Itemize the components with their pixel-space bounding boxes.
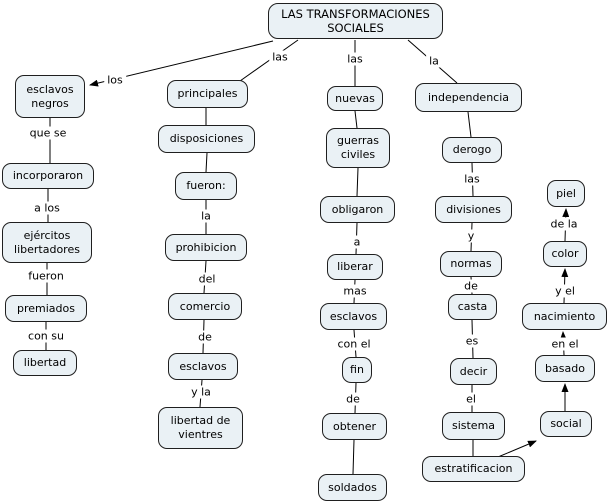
node-basado[interactable]: basado bbox=[535, 355, 595, 382]
node-derogo[interactable]: derogo bbox=[442, 137, 502, 163]
node-normas[interactable]: normas bbox=[440, 251, 502, 277]
linking-phrase-y[interactable]: y bbox=[464, 229, 478, 243]
node-premiados[interactable]: premiados bbox=[5, 295, 87, 322]
node-libertad-de-vientres[interactable]: libertad de vientres bbox=[158, 407, 243, 449]
linking-phrase-de-la[interactable]: de la bbox=[547, 217, 581, 231]
linking-phrase-de-2[interactable]: de bbox=[343, 392, 363, 406]
node-guerras-civiles[interactable]: guerras civiles bbox=[326, 128, 390, 168]
node-piel[interactable]: piel bbox=[547, 180, 585, 207]
linking-phrase-las-1[interactable]: las bbox=[269, 50, 291, 64]
node-independencia[interactable]: independencia bbox=[415, 83, 522, 112]
node-incorporaron[interactable]: incorporaron bbox=[2, 163, 94, 189]
linking-phrase-el[interactable]: el bbox=[463, 392, 479, 406]
node-fueron-colon[interactable]: fueron: bbox=[175, 172, 237, 200]
linking-phrase-la-1[interactable]: la bbox=[426, 54, 442, 68]
linking-phrase-en-el[interactable]: en el bbox=[548, 337, 582, 351]
linking-phrase-las-3[interactable]: las bbox=[461, 172, 483, 186]
node-ejercitos-libertadores[interactable]: ejércitos libertadores bbox=[2, 222, 92, 263]
node-esclavos-negros[interactable]: esclavos negros bbox=[15, 75, 85, 118]
node-color[interactable]: color bbox=[543, 241, 587, 267]
node-social[interactable]: social bbox=[540, 411, 592, 437]
linking-phrase-la-2[interactable]: la bbox=[198, 209, 214, 223]
linking-phrase-que-se[interactable]: que se bbox=[26, 126, 70, 140]
node-obligaron[interactable]: obligaron bbox=[320, 196, 395, 223]
linking-phrase-y-el[interactable]: y el bbox=[552, 284, 578, 298]
node-title[interactable]: LAS TRANSFORMACIONES SOCIALES bbox=[268, 3, 443, 39]
node-soldados[interactable]: soldados bbox=[318, 474, 387, 501]
node-obtener[interactable]: obtener bbox=[322, 413, 387, 440]
node-divisiones[interactable]: divisiones bbox=[435, 196, 512, 223]
node-sistema[interactable]: sistema bbox=[442, 412, 505, 440]
linking-phrase-mas[interactable]: mas bbox=[340, 284, 370, 298]
node-liberar[interactable]: liberar bbox=[327, 254, 383, 280]
connector-obtener-soldados bbox=[352, 439, 355, 475]
connector-estratificacion-social bbox=[497, 440, 537, 458]
node-estratificacion[interactable]: estratificacion bbox=[422, 456, 525, 482]
node-decir[interactable]: decir bbox=[450, 358, 497, 385]
linking-phrase-las-2[interactable]: las bbox=[344, 52, 366, 66]
node-principales[interactable]: principales bbox=[167, 80, 248, 108]
connector-nuevas-guerras bbox=[354, 110, 358, 129]
node-casta[interactable]: casta bbox=[448, 294, 497, 320]
node-nuevas[interactable]: nuevas bbox=[327, 86, 383, 111]
connector-title-principales bbox=[239, 39, 299, 82]
linking-phrase-y-la[interactable]: y la bbox=[188, 385, 214, 399]
linking-phrase-de-1[interactable]: de bbox=[195, 330, 215, 344]
linking-phrase-con-su[interactable]: con su bbox=[25, 329, 67, 343]
connector-disposiciones-fueron bbox=[205, 152, 208, 173]
node-libertad[interactable]: libertad bbox=[13, 350, 77, 376]
linking-phrase-del[interactable]: del bbox=[195, 272, 219, 286]
node-fin[interactable]: fin bbox=[342, 357, 372, 383]
node-prohibicion[interactable]: prohibicion bbox=[165, 234, 247, 261]
linking-phrase-los[interactable]: los bbox=[104, 73, 126, 87]
node-nacimiento[interactable]: nacimiento bbox=[522, 303, 607, 330]
node-comercio[interactable]: comercio bbox=[168, 293, 242, 320]
linking-phrase-fueron[interactable]: fueron bbox=[25, 269, 67, 283]
connector-guerras-obligaron bbox=[356, 167, 359, 197]
connector-independencia-derogo bbox=[467, 111, 472, 138]
node-disposiciones[interactable]: disposiciones bbox=[158, 125, 255, 153]
linking-phrase-a[interactable]: a bbox=[350, 235, 364, 249]
linking-phrase-con-el[interactable]: con el bbox=[334, 337, 374, 351]
linking-phrase-a-los[interactable]: a los bbox=[31, 201, 63, 215]
node-esclavos-2[interactable]: esclavos bbox=[168, 353, 238, 380]
linking-phrase-es[interactable]: es bbox=[462, 334, 482, 348]
linking-phrase-de-3[interactable]: de bbox=[461, 279, 481, 293]
node-esclavos-3[interactable]: esclavos bbox=[320, 303, 387, 330]
